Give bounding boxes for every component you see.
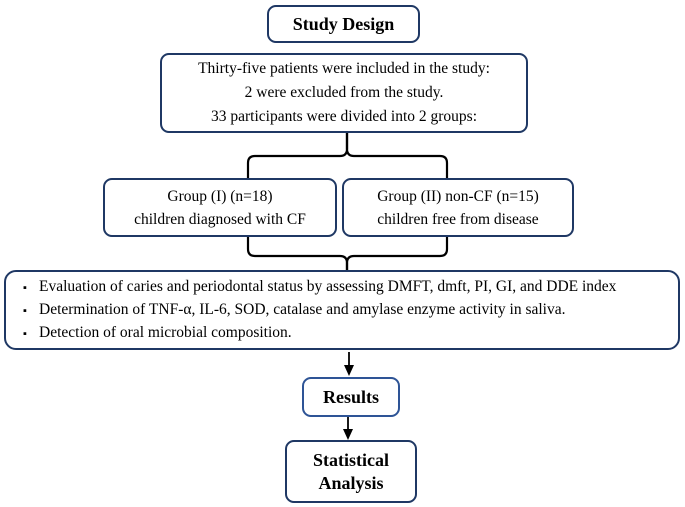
- merge-brace-right-arm: [345, 235, 449, 264]
- methods-bullet-row: ▪ Evaluation of caries and periodontal s…: [23, 276, 668, 299]
- merge-brace-left-arm: [246, 235, 349, 264]
- patients-line-1: Thirty-five patients were included in th…: [198, 60, 490, 77]
- patients-line-3: 33 participants were divided into 2 grou…: [210, 108, 478, 125]
- split-brace-left-arm: [246, 148, 349, 180]
- methods-box: ▪ Evaluation of caries and periodontal s…: [4, 270, 680, 350]
- group-1-description: children diagnosed with CF: [134, 210, 306, 228]
- group-2-box: Group (II) non-CF (n=15) children free f…: [342, 178, 574, 237]
- methods-bullet-row: ▪ Detection of oral microbial compositio…: [23, 322, 668, 345]
- arrow-to-stats-head: [343, 429, 353, 440]
- group-2-title: Group (II) non-CF (n=15): [377, 187, 539, 205]
- study-design-box: Study Design: [267, 5, 420, 43]
- methods-bullet-2: Determination of TNF-α, IL-6, SOD, catal…: [39, 300, 566, 318]
- group-1-title: Group (I) (n=18): [167, 187, 273, 205]
- square-bullet-icon: ▪: [23, 304, 27, 317]
- study-design-label: Study Design: [292, 13, 395, 34]
- split-brace-right-arm: [345, 148, 449, 180]
- group-1-box: Group (I) (n=18) children diagnosed with…: [103, 178, 337, 237]
- square-bullet-icon: ▪: [23, 327, 27, 340]
- results-box: Results: [302, 377, 400, 417]
- statistical-analysis-label: Statistical Analysis: [313, 450, 389, 493]
- statistical-analysis-box: Statistical Analysis: [285, 440, 417, 503]
- group-2-description: children free from disease: [377, 210, 539, 228]
- arrow-to-results-head: [344, 365, 354, 376]
- methods-bullet-1: Evaluation of caries and periodontal sta…: [39, 277, 617, 295]
- results-label: Results: [322, 386, 379, 407]
- methods-bullet-3: Detection of oral microbial composition.: [39, 323, 292, 341]
- methods-bullet-row: ▪ Determination of TNF-α, IL-6, SOD, cat…: [23, 299, 668, 322]
- patients-line-2: 2 were excluded from the study.: [244, 84, 444, 101]
- square-bullet-icon: ▪: [23, 281, 27, 294]
- patients-box: Thirty-five patients were included in th…: [160, 53, 528, 133]
